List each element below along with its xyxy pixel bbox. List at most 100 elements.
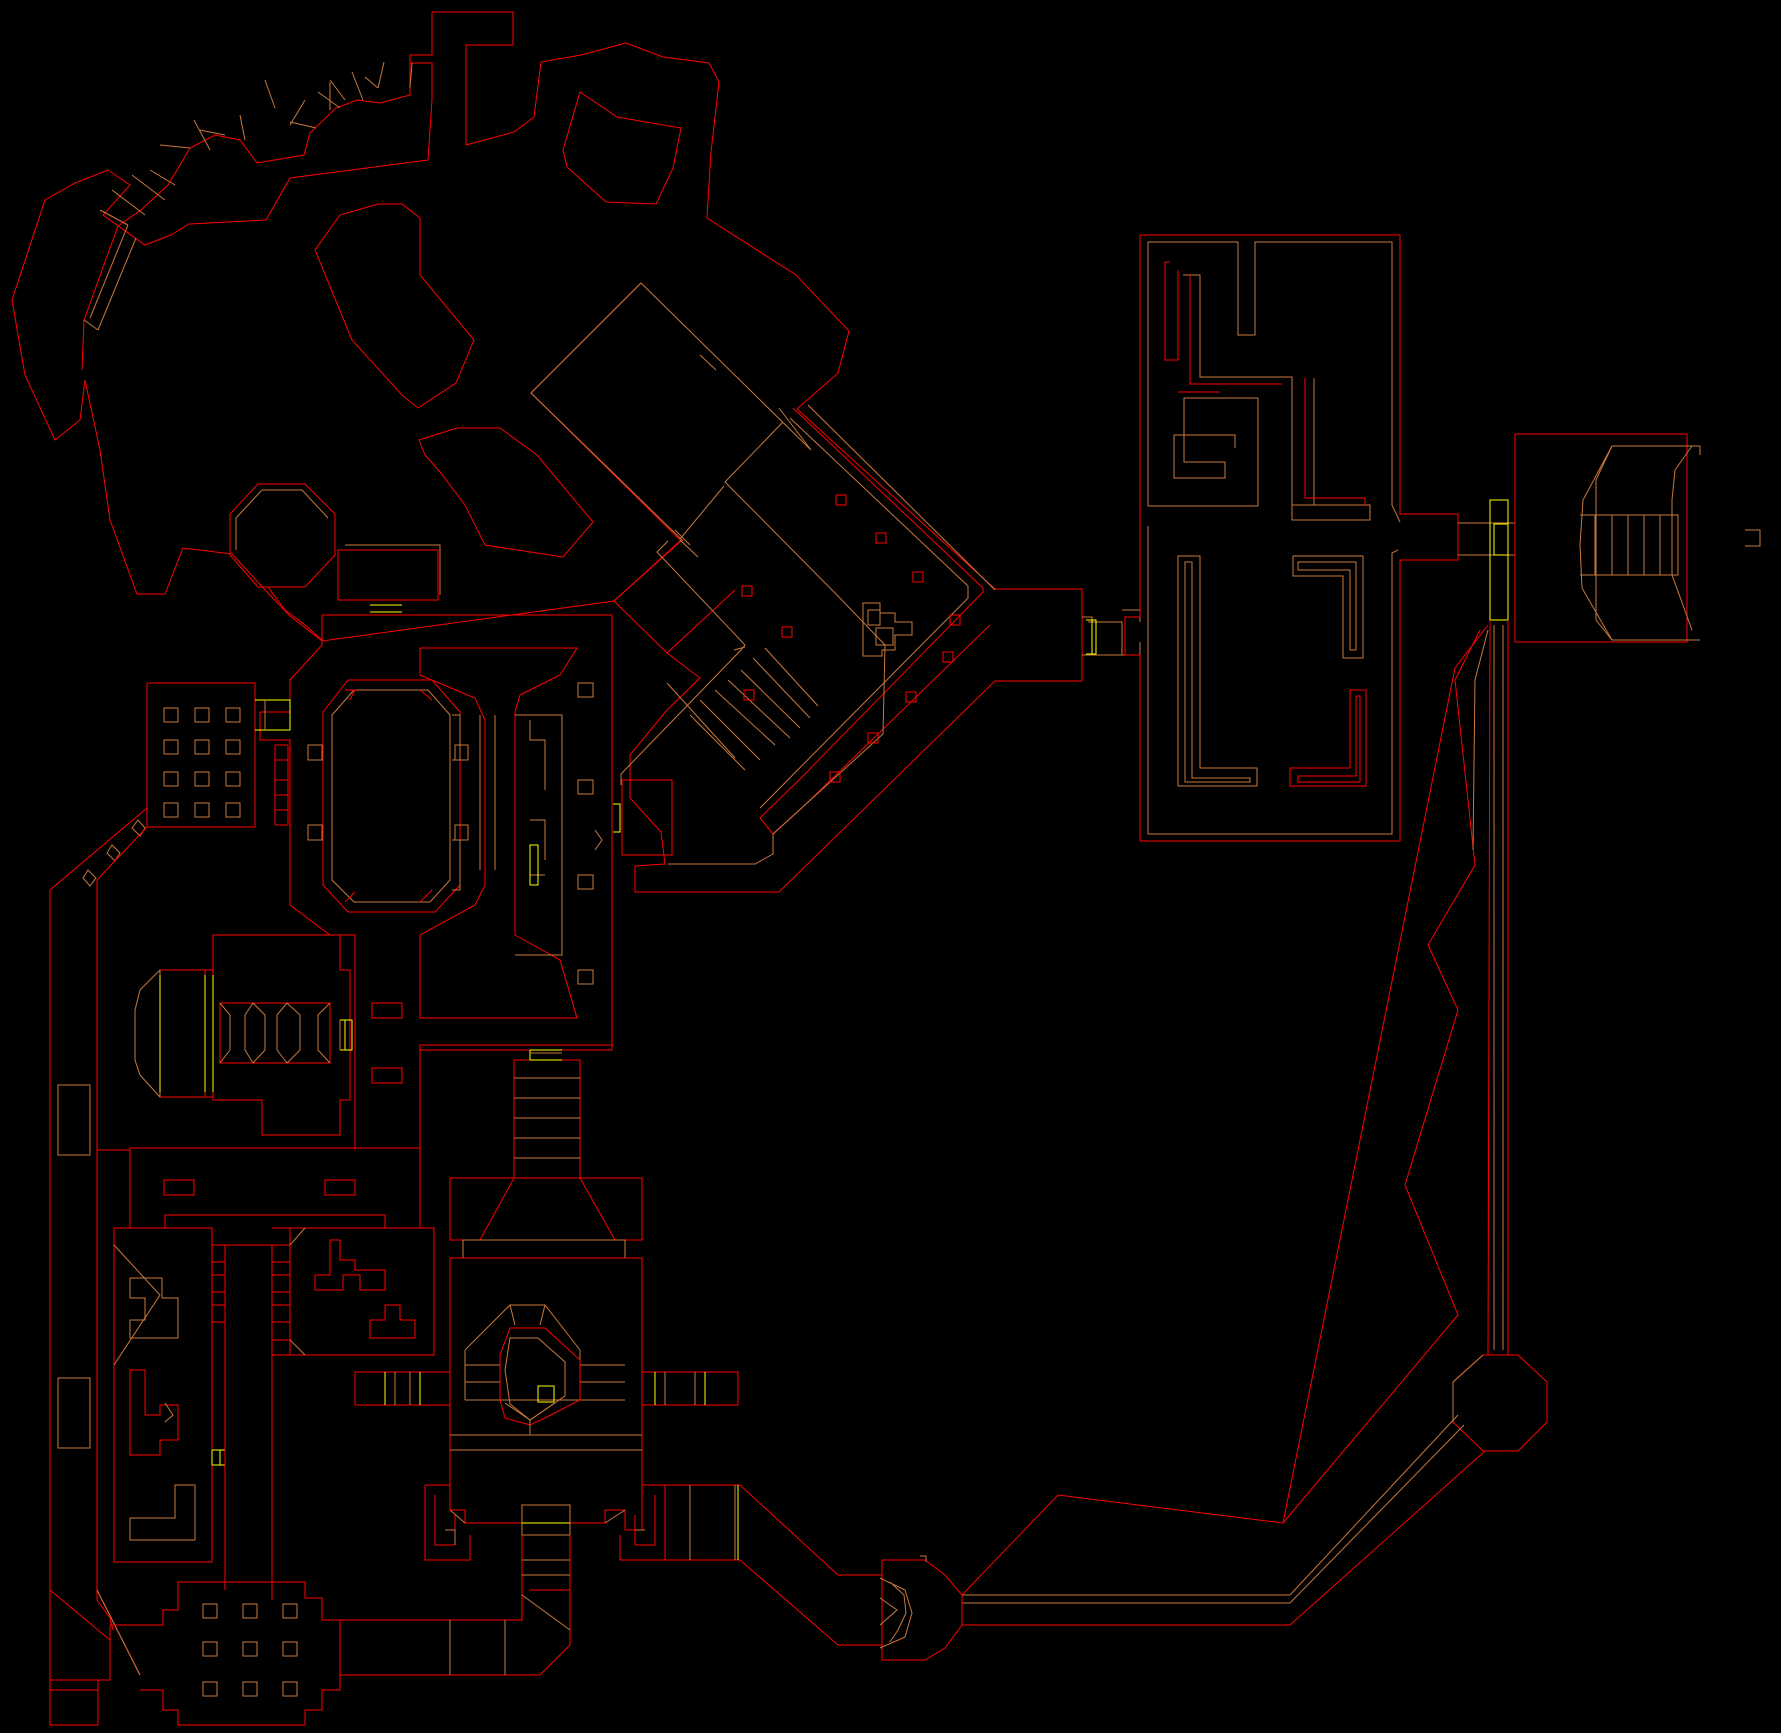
temple-west-arm: [354, 1371, 451, 1406]
mid-hall-vent-2: [324, 1179, 356, 1196]
exit-room-east: [1514, 433, 1761, 643]
arena-arrow: [594, 829, 603, 851]
arena-inner-wall: [419, 647, 578, 1019]
shrine-room-wall: [159, 934, 351, 1136]
sw-crate-2: [129, 1369, 179, 1456]
crate-room-steps: [274, 744, 289, 826]
temple-altar: [537, 1385, 555, 1403]
maze-corridor-red: [1189, 275, 1366, 506]
sw-crate-east-1: [314, 1239, 386, 1291]
temple-south-corridor-steps: [522, 1559, 570, 1576]
maze-detail: [1164, 261, 1220, 393]
pentagon-lower-room: [621, 779, 673, 856]
south-corridor-lines: [449, 1594, 571, 1675]
north-room-inner: [345, 544, 441, 595]
pentagon-plinth: [862, 602, 913, 657]
arena-octagon-corners: [344, 689, 433, 903]
temple-south-wings-inner: [434, 1495, 656, 1546]
arena-east-detail: [529, 844, 539, 886]
connector-door: [1086, 619, 1097, 655]
west-alcove-2: [57, 1377, 91, 1449]
west-corridor-inner: [96, 826, 148, 1151]
pentagon-stair-rail: [620, 539, 746, 785]
octagon-nw-wall: [229, 483, 336, 588]
arena-vent-2: [371, 1067, 403, 1084]
arena-octagon-inner: [331, 689, 451, 903]
exit-room-wall: [1514, 433, 1688, 643]
arena-east-alcove: [515, 714, 563, 956]
temple-south-detail: [445, 1509, 645, 1545]
sw-crate-east-2: [369, 1304, 416, 1339]
temple-main-wall: [449, 1257, 643, 1531]
gate-south: [879, 1555, 963, 1661]
east-long-corridor: [961, 619, 1509, 1596]
shrine-room-west: [134, 934, 353, 1136]
sw-crate-3: [129, 1484, 196, 1541]
octagon-nw-path: [267, 586, 323, 641]
pentagon-step-ledge: [668, 421, 886, 865]
south-crate-grid: [202, 1603, 298, 1697]
octagon-southeast: [962, 1354, 1548, 1626]
crate-room-door: [255, 699, 291, 731]
temple-south-corridor: [521, 1535, 571, 1591]
east-passage-lines: [689, 1485, 736, 1560]
temple-north-stairs: [514, 1077, 580, 1159]
gate-wall: [881, 1559, 963, 1661]
arena-pillars: [307, 682, 594, 985]
south-west-spine: [224, 1355, 273, 1600]
temple-south: [354, 1049, 739, 1591]
maze-inner-wall: [1147, 241, 1401, 835]
east-corridor-walls: [1487, 619, 1509, 1356]
maze-outer-wall: [1124, 234, 1459, 842]
maze-bracket-left: [1177, 555, 1258, 787]
octagon-southwall: [962, 1450, 1518, 1626]
maze-corridor-west: [1183, 274, 1371, 521]
south-crate-room: [50, 1581, 370, 1726]
exit-stairs: [1580, 514, 1679, 576]
east-ledge: [1472, 629, 1489, 851]
cave-pillar-2: [314, 203, 475, 409]
cave-outline-west: [11, 12, 681, 642]
south-corridor: [370, 1590, 571, 1676]
crate-grid: [163, 707, 241, 818]
shrine-door-east: [340, 1019, 353, 1051]
east-cliff-inner: [1282, 629, 1481, 1524]
south-corridor-wall: [370, 1590, 571, 1676]
maze-bracket-right-top: [1292, 555, 1364, 659]
west-corridor: [49, 826, 148, 1726]
pentagon-inner-steps: [530, 282, 812, 546]
south-crate-room-exit: [340, 1619, 370, 1676]
north-room-wall: [337, 549, 439, 601]
exit-switch: [1745, 529, 1761, 547]
cave-steps: [83, 61, 413, 331]
octagon-northwest: [229, 483, 336, 641]
south-crate-room-west: [50, 1625, 111, 1681]
crate-room-west: [49, 682, 291, 1680]
mid-hall-vent-1: [163, 1179, 195, 1196]
sw-room-west: [113, 1227, 213, 1563]
octagon-nw-rim: [235, 489, 329, 550]
temple-east-passage: [665, 1484, 882, 1646]
cave-west-ledge: [81, 319, 85, 371]
shrine-columns: [219, 1002, 331, 1064]
pentagon-outer-wall: [530, 282, 1083, 893]
maze-east: [1124, 234, 1459, 842]
temple-west-arm-doors: [384, 1372, 421, 1405]
cave-pillar-3: [418, 427, 594, 558]
west-alcove-1: [57, 1084, 91, 1156]
cave-step-lines: [83, 61, 413, 331]
temple-dome-inner: [499, 1327, 581, 1426]
pentagon-stairs: [666, 647, 819, 771]
shrine-door-west: [204, 975, 214, 1092]
north-door-room: [337, 544, 441, 613]
east-corridor-inner: [1493, 625, 1504, 1350]
maze-bracket-right-bottom: [1289, 689, 1367, 787]
octagon-ramp: [962, 1354, 1484, 1604]
sw-steps-east: [272, 1227, 291, 1356]
sw-crate-1: [129, 1277, 179, 1339]
west-corridor-step: [96, 1589, 141, 1676]
sw-room-east-corner: [289, 1227, 306, 1356]
